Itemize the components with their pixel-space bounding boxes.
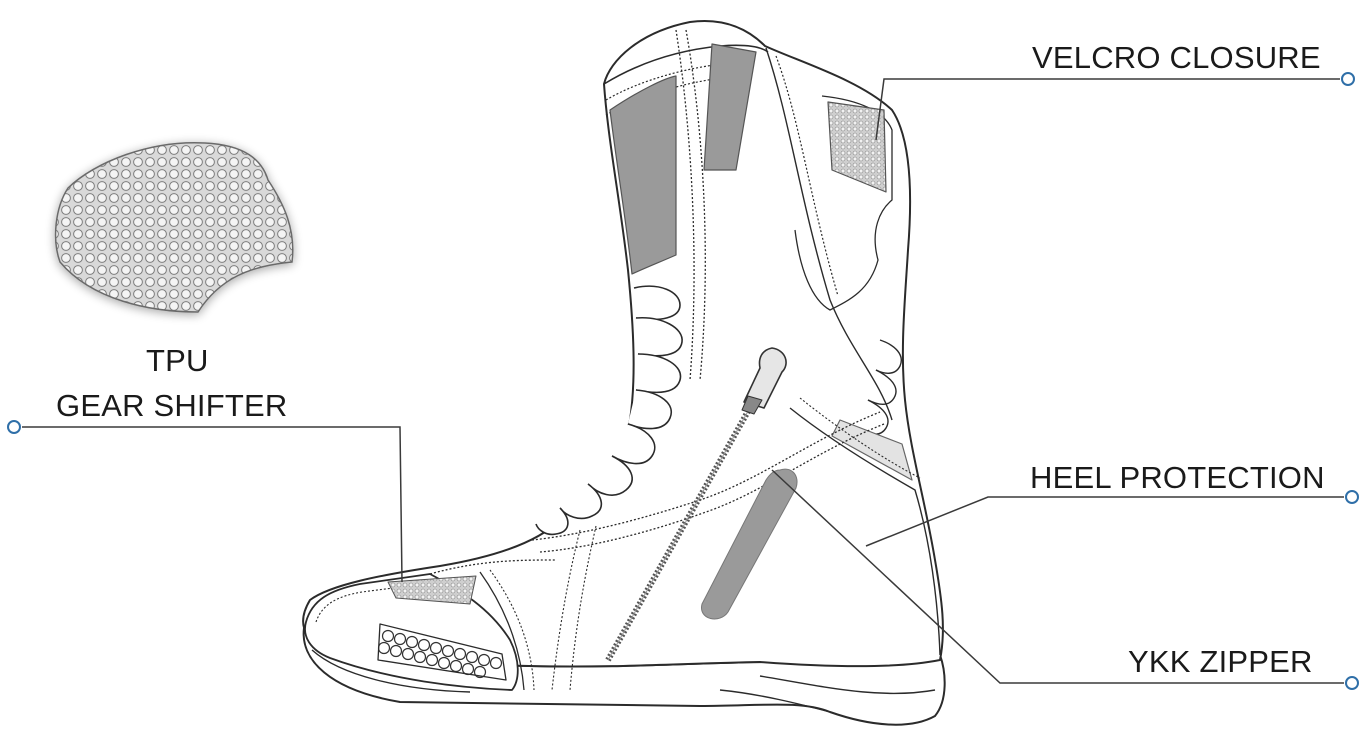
leader-tpu bbox=[22, 426, 403, 583]
leader-lines bbox=[22, 78, 1344, 684]
gear-shifter-patch-on-boot bbox=[387, 575, 477, 605]
marker-zipper bbox=[1345, 676, 1359, 690]
marker-heel bbox=[1345, 490, 1359, 504]
label-tpu: TPU bbox=[146, 343, 209, 378]
heel-protection-insert bbox=[701, 468, 798, 620]
toe-slider-vents bbox=[377, 629, 503, 679]
marker-velcro bbox=[1341, 72, 1355, 86]
leader-zipper bbox=[771, 469, 1344, 684]
callout-markers bbox=[7, 72, 1359, 690]
leader-velcro bbox=[875, 78, 1340, 141]
accordion-flex-pads bbox=[535, 285, 683, 536]
boot-drawing bbox=[302, 20, 946, 726]
shin-panel bbox=[609, 75, 677, 275]
label-gear-shifter: GEAR SHIFTER bbox=[56, 388, 288, 423]
label-ykk-zipper: YKK ZIPPER bbox=[1128, 644, 1313, 679]
label-heel-protection: HEEL PROTECTION bbox=[1030, 460, 1325, 495]
leader-heel bbox=[865, 496, 1344, 547]
tpu-patch-illustration bbox=[54, 141, 294, 313]
marker-tpu bbox=[7, 420, 21, 434]
label-velcro-closure: VELCRO CLOSURE bbox=[1032, 40, 1321, 75]
ykk-zipper-illustration bbox=[605, 347, 787, 662]
